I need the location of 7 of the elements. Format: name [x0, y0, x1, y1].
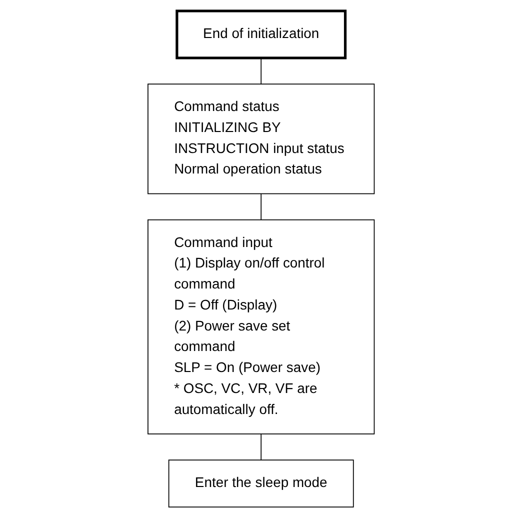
node-box: Command input (1) Display on/off control command D = Off (Display) (2) Power save set command SLP = On (Power save) * OSC, VC, VR, VF are automatically off. [148, 219, 376, 434]
connector [261, 193, 262, 220]
node-box: Enter the sleep mode [168, 460, 354, 508]
node-box: Command status INITIALIZING BY INSTRUCTION input status Normal operation status [148, 84, 376, 194]
node-box: End of initialization [176, 10, 347, 60]
connector [261, 433, 262, 460]
connector [261, 58, 262, 84]
